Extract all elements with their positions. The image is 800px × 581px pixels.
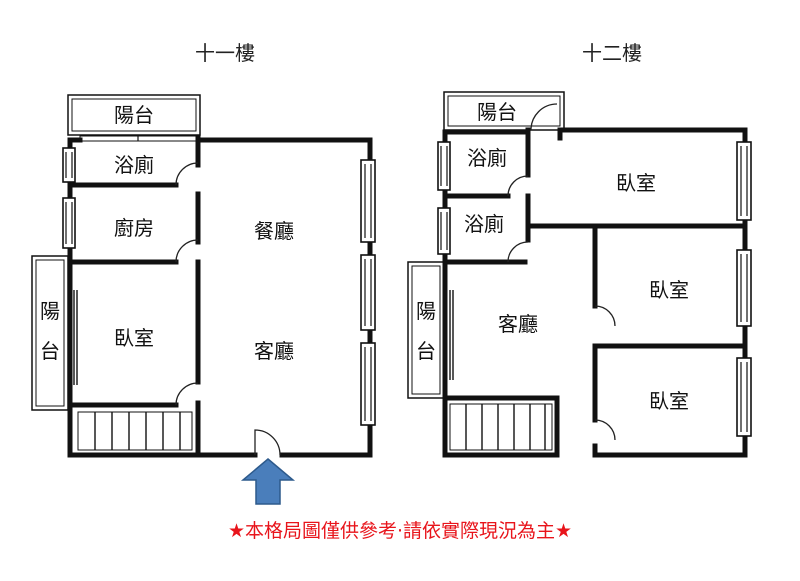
floor-11-balcony-top xyxy=(67,94,201,136)
floor-12-balcony-top xyxy=(443,91,565,131)
floor-11-bedroom-label: 臥室 xyxy=(114,326,154,350)
floor-11-bathroom-label: 浴廁 xyxy=(114,153,154,177)
floor-11-balcony-top-label: 陽台 xyxy=(114,103,154,127)
floor-12-bedroom-3-label: 臥室 xyxy=(649,389,689,413)
entrance-arrow-icon xyxy=(240,458,296,505)
floor-12-windows-left xyxy=(437,141,454,380)
floor-12-bathroom-1-label: 浴廁 xyxy=(467,146,507,170)
floor-12-balcony-top-label: 陽台 xyxy=(477,100,517,124)
floor-11-kitchen-label: 廚房 xyxy=(114,216,154,240)
floor-11-balcony-side xyxy=(31,255,69,411)
floor-11-windows-left xyxy=(62,147,78,385)
floor-12-bedroom-1-label: 臥室 xyxy=(616,171,656,195)
floor-11-windows-right xyxy=(360,159,376,426)
floor-11-living-label: 客廳 xyxy=(254,339,294,363)
floor-12-bedroom-2-label: 臥室 xyxy=(649,278,689,302)
floor-12-stairs xyxy=(449,403,553,451)
floor-11-dining-label: 餐廳 xyxy=(254,219,294,243)
floor-11-balcony-side-label-2: 台 xyxy=(40,339,60,363)
floor-12-plan: 十二樓 陽台 陽 台 xyxy=(407,41,752,458)
floor-12-living-label: 客廳 xyxy=(498,312,538,336)
floor-11-stairs xyxy=(77,411,193,451)
floor-12-balcony-side-label-2: 台 xyxy=(416,339,436,363)
floor-11-title: 十一樓 xyxy=(195,41,255,65)
floor-12-balcony-side xyxy=(407,261,445,399)
floor-11-plan: 十一樓 陽台 陽 台 xyxy=(31,41,376,505)
disclaimer-note: ★本格局圖僅供參考‧請依實際現況為主★ xyxy=(227,520,573,542)
floor-12-balcony-side-label-1: 陽 xyxy=(416,299,436,323)
floor-11-balcony-side-label-1: 陽 xyxy=(40,299,60,323)
floor-12-title: 十二樓 xyxy=(582,41,642,65)
floor-12-bathroom-2-label: 浴廁 xyxy=(464,212,504,236)
floor-12-windows-right xyxy=(736,141,752,437)
floor-plan-drawing: 十一樓 陽台 陽 台 xyxy=(31,41,752,505)
